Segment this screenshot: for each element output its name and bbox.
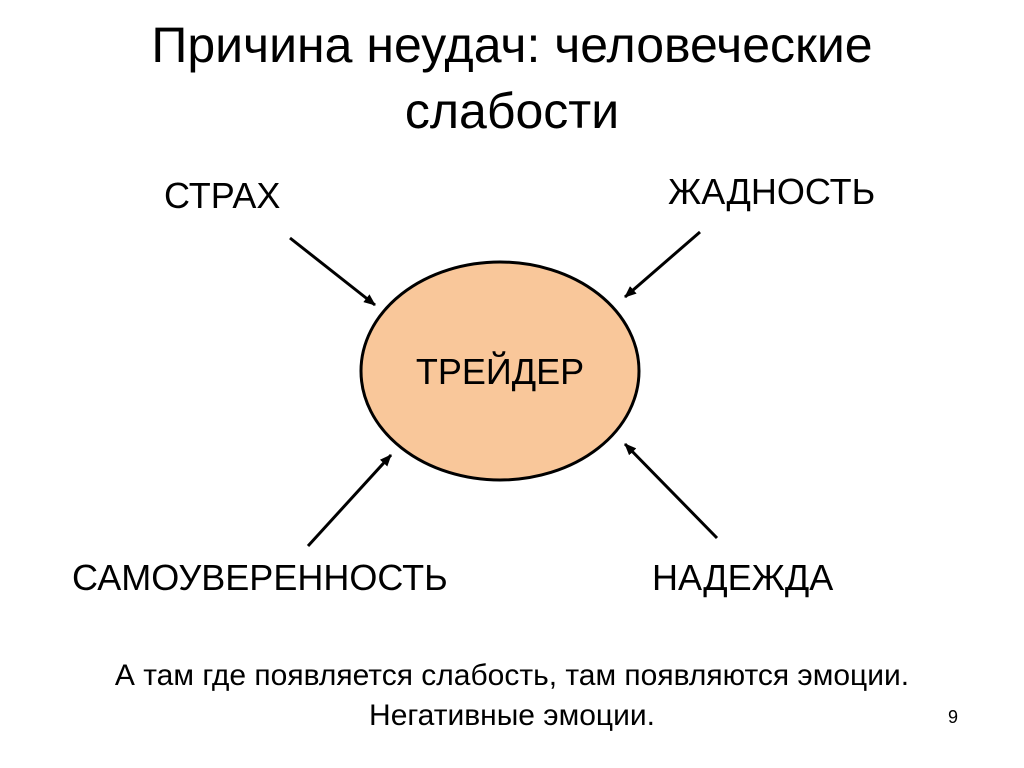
arrow-overconfidence-to-trader — [306, 453, 393, 548]
weakness-hope-label: НАДЕЖДА — [652, 557, 834, 598]
arrow-greed-to-trader — [624, 230, 701, 299]
emotions-note: А там где появляется слабость, там появл… — [0, 656, 1024, 736]
emotions-note-line-1: А там где появляется слабость, там появл… — [114, 659, 910, 692]
emotions-note-line-2: Негативные эмоции. — [369, 699, 655, 732]
trader-ellipse — [359, 260, 641, 482]
arrow-hope-to-trader — [623, 442, 719, 540]
slide-title: Причина неудач: человеческие слабости — [0, 12, 1024, 144]
page-number: 9 — [948, 707, 959, 727]
weakness-overconfidence-label: САМОУВЕРЕННОСТЬ — [72, 557, 448, 598]
weakness-fear-label: СТРАХ — [164, 175, 281, 216]
slide-title-line-2: слабости — [404, 83, 620, 139]
weakness-greed-label: ЖАДНОСТЬ — [668, 171, 876, 212]
slide-title-line-1: Причина неудач: человеческие — [151, 17, 873, 73]
arrow-fear-to-trader — [289, 236, 376, 307]
trader-label: ТРЕЙДЕР — [415, 351, 585, 392]
